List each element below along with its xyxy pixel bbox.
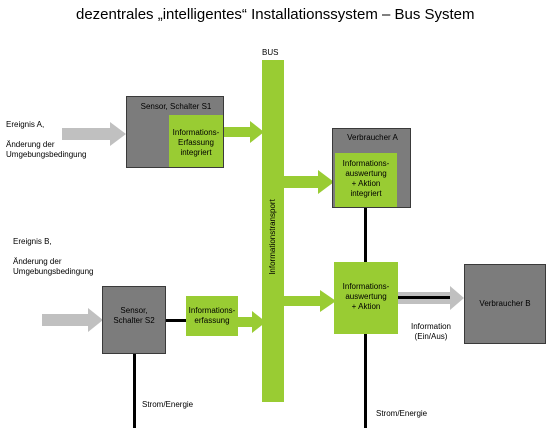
consumer-a-line1: Informations- [342, 159, 390, 168]
information-label-line1: Information [410, 322, 452, 331]
s2-erfassung-link [166, 319, 186, 322]
bus-to-consumer-a-arrow [284, 170, 334, 194]
sensor-s1-box: Sensor, Schalter S1 Informations- Erfass… [126, 96, 224, 168]
power-label-left: Strom/Energie [142, 400, 194, 409]
consumer-a-line3: + Aktion [351, 179, 381, 188]
erfassung-b-line1: Informations- [188, 306, 236, 315]
power-line-left [133, 352, 136, 428]
consumer-b-box: Verbraucher B [464, 264, 546, 344]
event-b-arrow [42, 308, 103, 332]
sensor-s1-title: Sensor, Schalter S1 [140, 102, 212, 111]
information-label: Information (Ein/Aus) [405, 322, 457, 342]
sensor-s2-line2: Schalter S2 [113, 316, 155, 325]
bus-to-auswertung-b-arrow [284, 290, 336, 312]
sensor-s1-info-line2: Erfassung [177, 138, 215, 147]
erfassung-b-box: Informations- erfassung [186, 296, 238, 336]
information-label-line2: (Ein/Aus) [414, 332, 448, 341]
bus-bar: Informationstransport [262, 60, 284, 402]
event-b-line1: Ereignis B, [13, 237, 52, 246]
event-b-label: Ereignis B, Änderung der Umgebungsbeding… [13, 237, 94, 277]
consumer-a-title: Verbraucher A [347, 133, 398, 142]
event-b-line2: Änderung der [13, 257, 62, 266]
event-b-line3: Umgebungsbedingung [13, 267, 94, 276]
bus-label: BUS [262, 48, 279, 57]
auswertung-b-line2: auswertung [345, 292, 387, 301]
power-label-right: Strom/Energie [376, 409, 428, 418]
sensor-s2-box: Sensor, Schalter S2 [102, 286, 166, 354]
diagram-title: dezentrales „intelligentes“ Installation… [76, 6, 475, 23]
consumer-a-line2: auswertung [345, 169, 387, 178]
consumer-a-info-box: Informations- auswertung + Aktion integr… [335, 153, 397, 207]
consumer-a-line4: integriert [350, 189, 382, 198]
auswertung-b-line1: Informations- [342, 282, 390, 291]
event-a-line1: Ereignis A, [6, 120, 45, 129]
sensor-s1-info-line1: Informations- [172, 128, 220, 137]
sensor-s1-info-line3: integriert [180, 148, 212, 157]
consumer-a-box: Verbraucher A Informations- auswertung +… [332, 128, 411, 208]
auswertung-b-box: Informations- auswertung + Aktion [334, 262, 398, 334]
erfassung-b-to-bus-arrow [238, 311, 266, 333]
event-a-arrow [62, 122, 126, 146]
event-a-label: Ereignis A, Änderung der Umgebungsbeding… [6, 120, 87, 160]
auswertung-b-line3: + Aktion [351, 302, 381, 311]
sensor-s1-info-box: Informations- Erfassung integriert [169, 115, 223, 167]
event-a-line2: Änderung der [6, 140, 55, 149]
erfassung-b-line2: erfassung [194, 316, 230, 325]
sensor-s2-line1: Sensor, [120, 306, 148, 315]
s1-to-bus-arrow [224, 121, 264, 143]
event-a-line3: Umgebungsbedingung [6, 150, 87, 159]
output-line-b [398, 296, 450, 299]
consumer-b-title: Verbraucher B [479, 299, 531, 308]
